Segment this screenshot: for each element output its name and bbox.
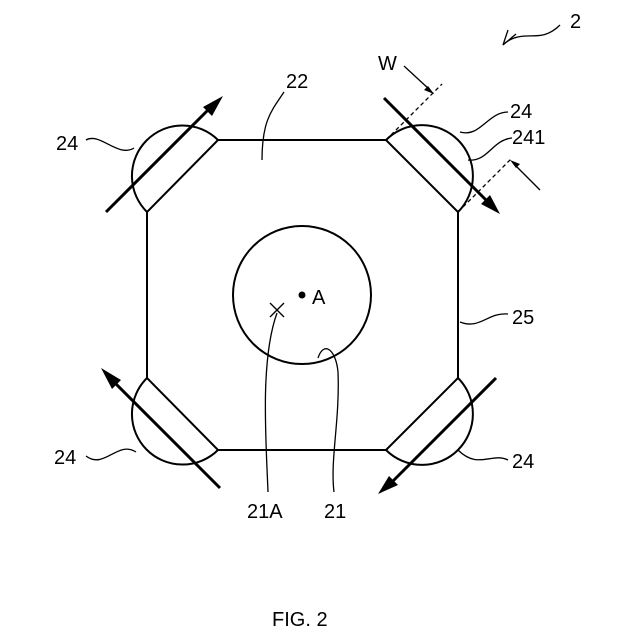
protrusion-top-left bbox=[132, 125, 218, 212]
ref-label-21: 21 bbox=[324, 501, 346, 523]
protrusion-bottom-left bbox=[132, 378, 218, 465]
ref-label-21a: 21A bbox=[247, 501, 283, 523]
ref-label-24-top-right: 24 bbox=[510, 101, 532, 123]
ref-label-22: 22 bbox=[286, 71, 308, 93]
leader-lines bbox=[86, 25, 560, 492]
ref-label-24-top-left: 24 bbox=[56, 133, 78, 155]
ref-label-241: 241 bbox=[512, 127, 545, 149]
ref-label-w: W bbox=[378, 53, 397, 75]
ref-label-2: 2 bbox=[570, 11, 581, 33]
center-point-a bbox=[299, 292, 306, 299]
ref-label-25: 25 bbox=[512, 307, 534, 329]
ref-label-24-bottom-left: 24 bbox=[54, 447, 76, 469]
protrusion-top-right bbox=[386, 125, 473, 212]
arrow-bottom-right bbox=[378, 378, 496, 494]
ref-label-24-bottom-right: 24 bbox=[512, 451, 534, 473]
figure-caption: FIG. 2 bbox=[272, 609, 328, 631]
point-label-a: A bbox=[312, 287, 326, 309]
arrow-bottom-left bbox=[101, 368, 220, 488]
